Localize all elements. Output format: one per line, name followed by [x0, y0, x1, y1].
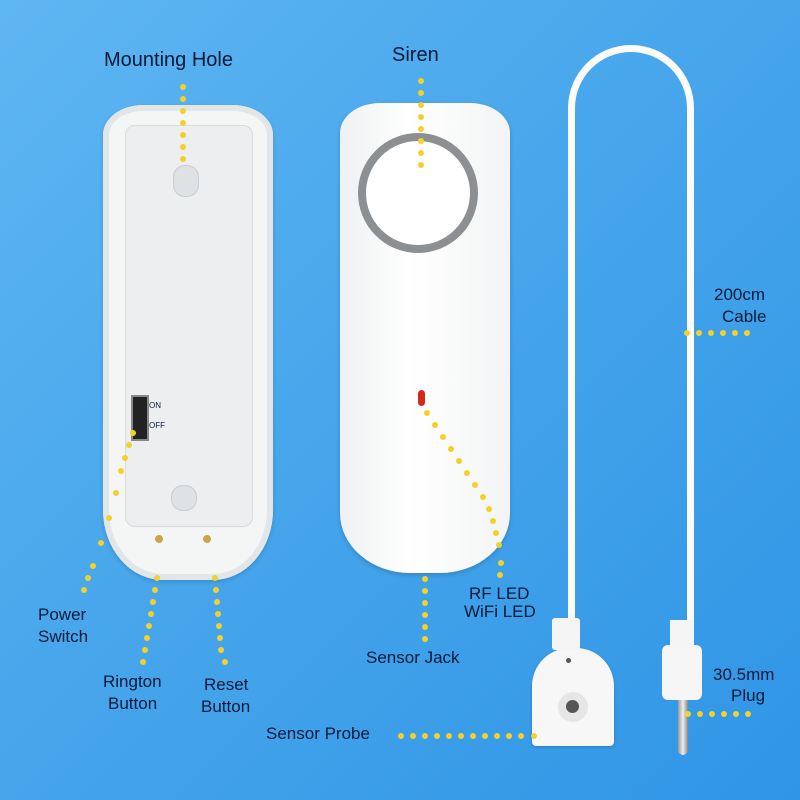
label-reset-button: Button — [201, 697, 251, 716]
rf-led — [418, 390, 425, 406]
switch-on-label: ON — [149, 401, 161, 410]
label-sensor-probe: Sensor Probe — [266, 724, 370, 743]
device-back: ON OFF — [103, 105, 273, 580]
label-rington: Rington — [103, 672, 162, 691]
label-reset: Reset — [204, 675, 249, 694]
label-rington-button: Button — [108, 694, 158, 713]
label-power: Power — [38, 605, 87, 624]
label-switch: Switch — [38, 627, 89, 646]
label-wifi-led: WiFi LED — [464, 602, 536, 621]
mounting-hole-bottom — [171, 485, 197, 511]
power-switch[interactable] — [131, 395, 149, 441]
rington-button[interactable] — [155, 535, 163, 543]
label-cable: Cable — [722, 307, 767, 326]
reset-button[interactable] — [203, 535, 211, 543]
device-front — [340, 103, 510, 573]
switch-off-label: OFF — [149, 421, 165, 430]
audio-plug — [662, 645, 702, 700]
label-mounting-hole: Mounting Hole — [104, 49, 233, 71]
label-rf-led: RF LED — [469, 584, 530, 603]
label-cable-length: 200cm — [714, 285, 766, 304]
mounting-hole — [173, 165, 199, 197]
label-plug: Plug — [731, 686, 766, 705]
label-plug-size: 30.5mm — [713, 665, 775, 684]
sensor-probe — [532, 648, 614, 746]
label-sensor-jack: Sensor Jack — [366, 648, 460, 667]
cable — [568, 45, 694, 625]
label-siren: Siren — [392, 44, 439, 66]
